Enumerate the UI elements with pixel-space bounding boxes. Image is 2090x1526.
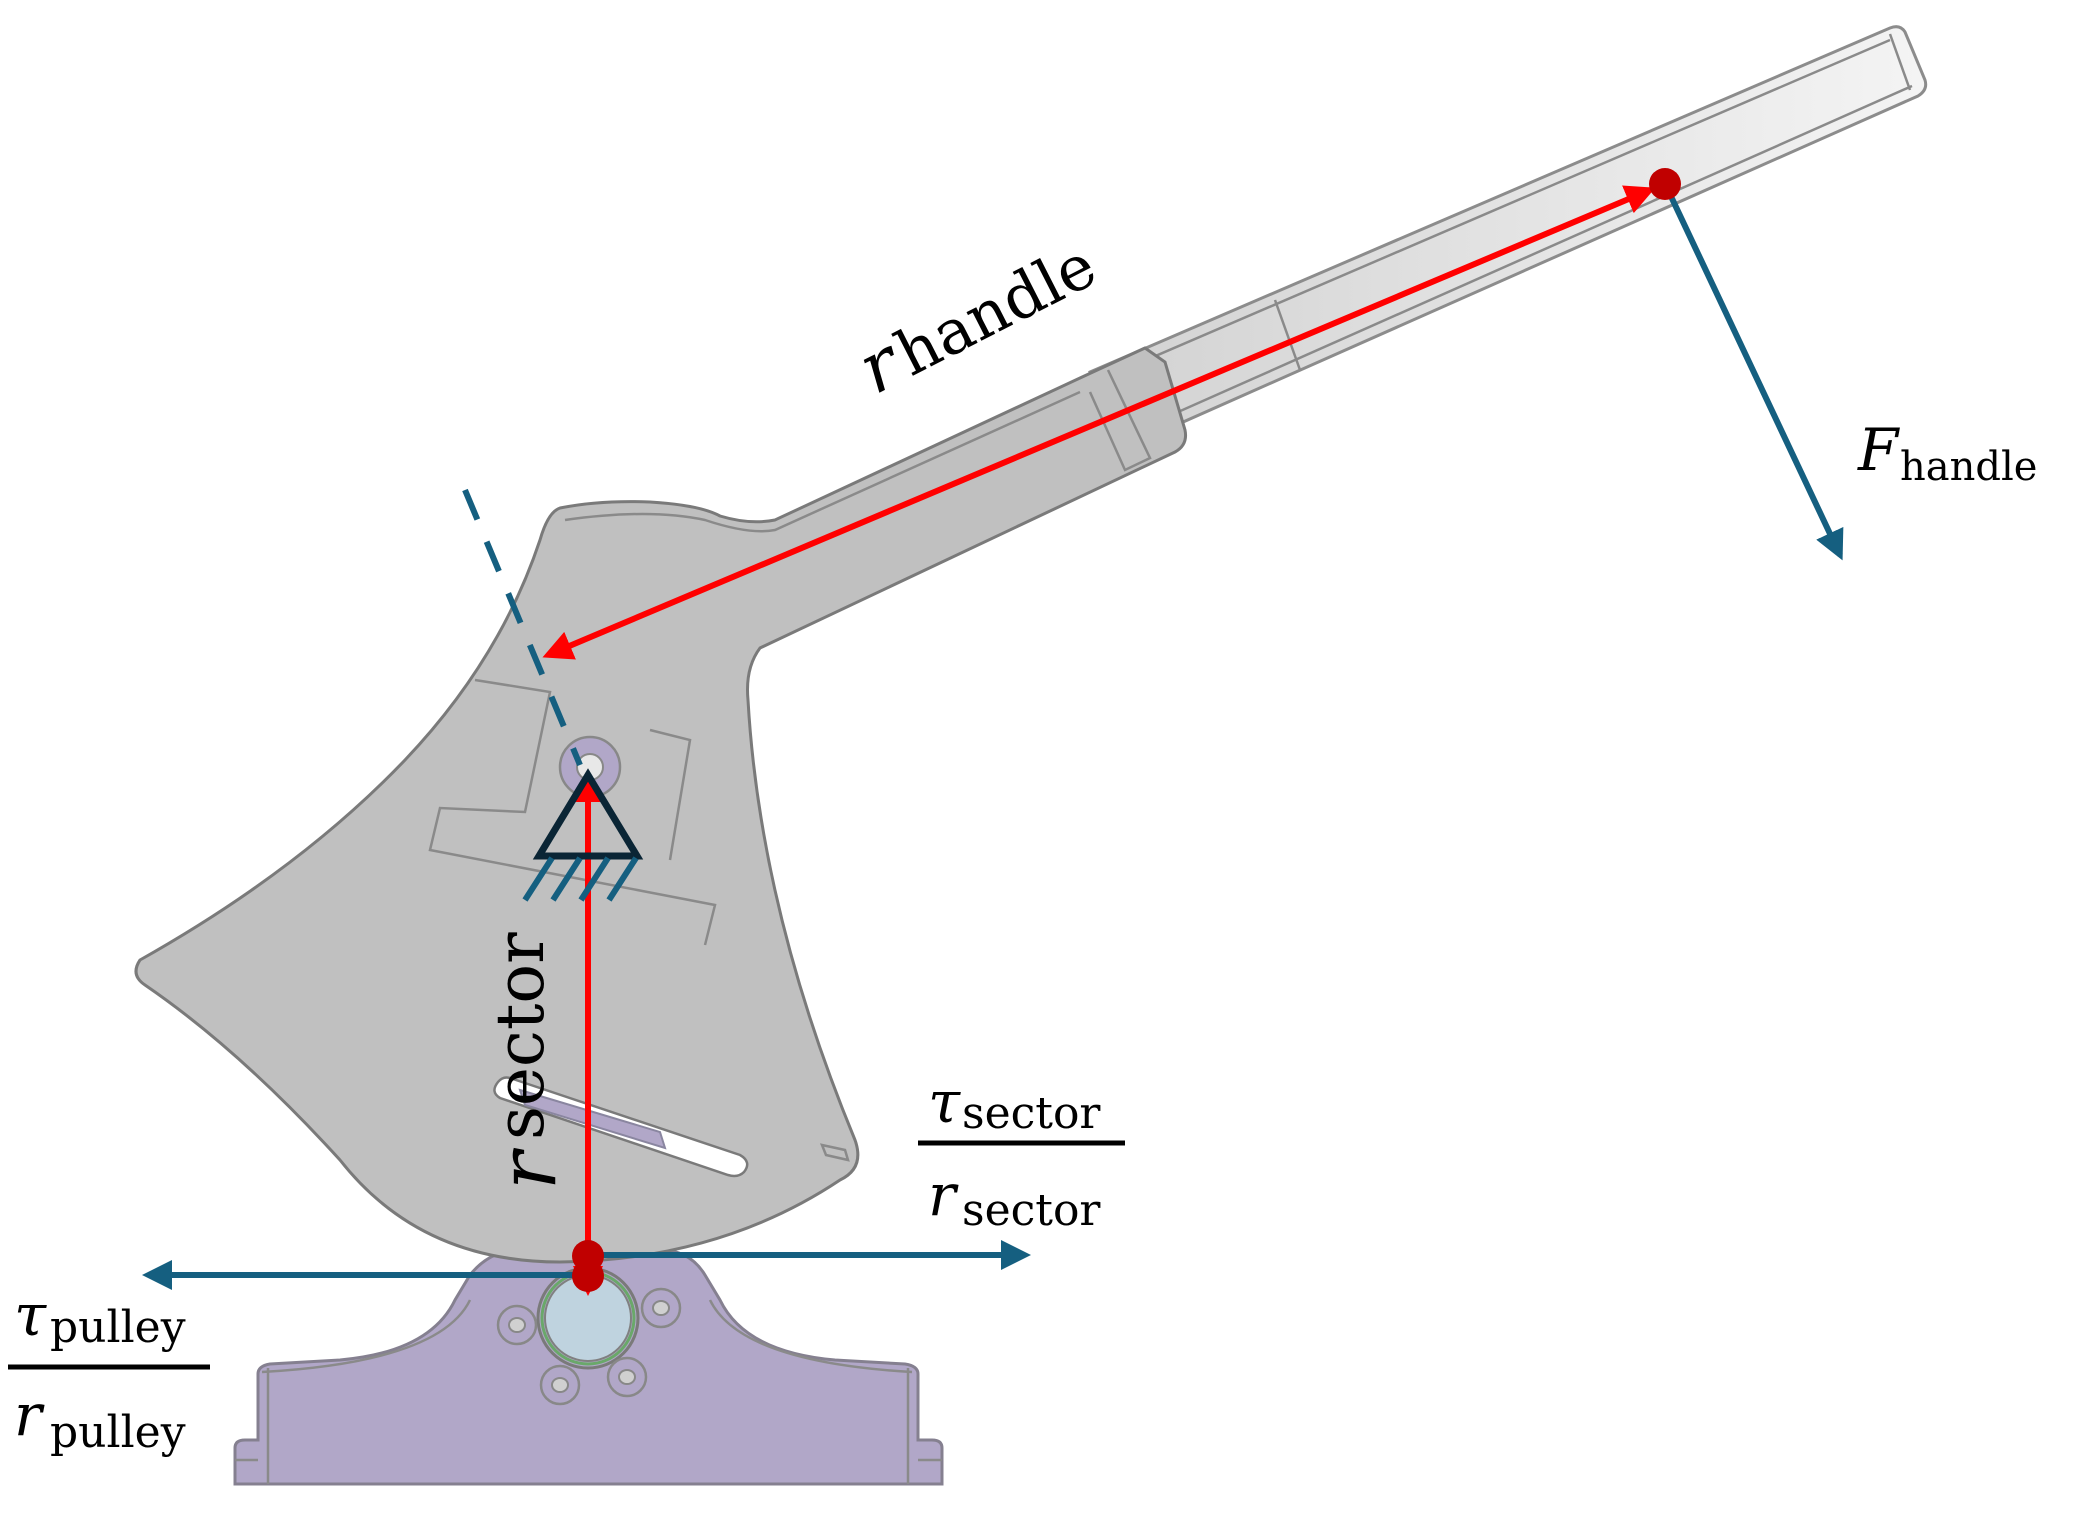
tau-pulley-subscript: pulley [50, 1302, 186, 1353]
handle-bar-body [1088, 25, 1928, 453]
handle-normal-dashed-line [462, 488, 583, 767]
pivot-slot-right [649, 728, 692, 861]
handle-contact-point [1649, 168, 1681, 200]
pivot-slot-left [428, 678, 717, 946]
r-sector-denominator-subscript: sector [962, 1185, 1101, 1236]
label-tau-sector-over-r-sector: τ sector r sector [918, 1068, 1125, 1236]
pulley-assembly [496, 1266, 682, 1406]
f-handle-arrow [1665, 188, 1844, 561]
base-upper-curve-left [261, 1299, 472, 1374]
tau-sector-symbol: τ [928, 1068, 961, 1136]
f-handle-symbol: F [1857, 416, 1900, 484]
label-f-handle: F handle [1857, 416, 2037, 490]
label-r-sector: r sector [481, 932, 574, 1190]
screw-hole [496, 1304, 538, 1346]
pulley-contact-point [572, 1260, 604, 1292]
r-handle-arrow [542, 185, 1656, 660]
screw-hole [539, 1364, 581, 1406]
handle-bar-inner-top [1094, 38, 1891, 384]
tau-pulley-symbol: τ [14, 1281, 47, 1349]
r-pulley-symbol: r [14, 1381, 45, 1449]
label-tau-pulley-over-r-pulley: τ pulley r pulley [8, 1281, 210, 1458]
base-upper-curve-right [708, 1299, 913, 1374]
screw-hole [606, 1356, 648, 1398]
sector-arm [134, 299, 1302, 1264]
r-pulley-subscript: pulley [50, 1407, 186, 1458]
handle-bar-inner-bottom [1114, 84, 1913, 442]
screw-hole [640, 1287, 682, 1329]
handle-bar-end [1888, 33, 1912, 91]
r-sector-denominator-symbol: r [928, 1161, 959, 1229]
r-sector-subscript: sector [482, 932, 559, 1140]
sector-slot-insert [518, 1088, 667, 1150]
pivot-support-icon [522, 768, 644, 902]
handle-bar [1088, 25, 1928, 453]
r-sector-symbol: r [481, 1147, 574, 1190]
f-handle-subscript: handle [1900, 444, 2037, 490]
r-handle-subscript: handle [884, 228, 1107, 390]
sector-notch [819, 1143, 850, 1162]
tau-sector-subscript: sector [962, 1088, 1101, 1139]
